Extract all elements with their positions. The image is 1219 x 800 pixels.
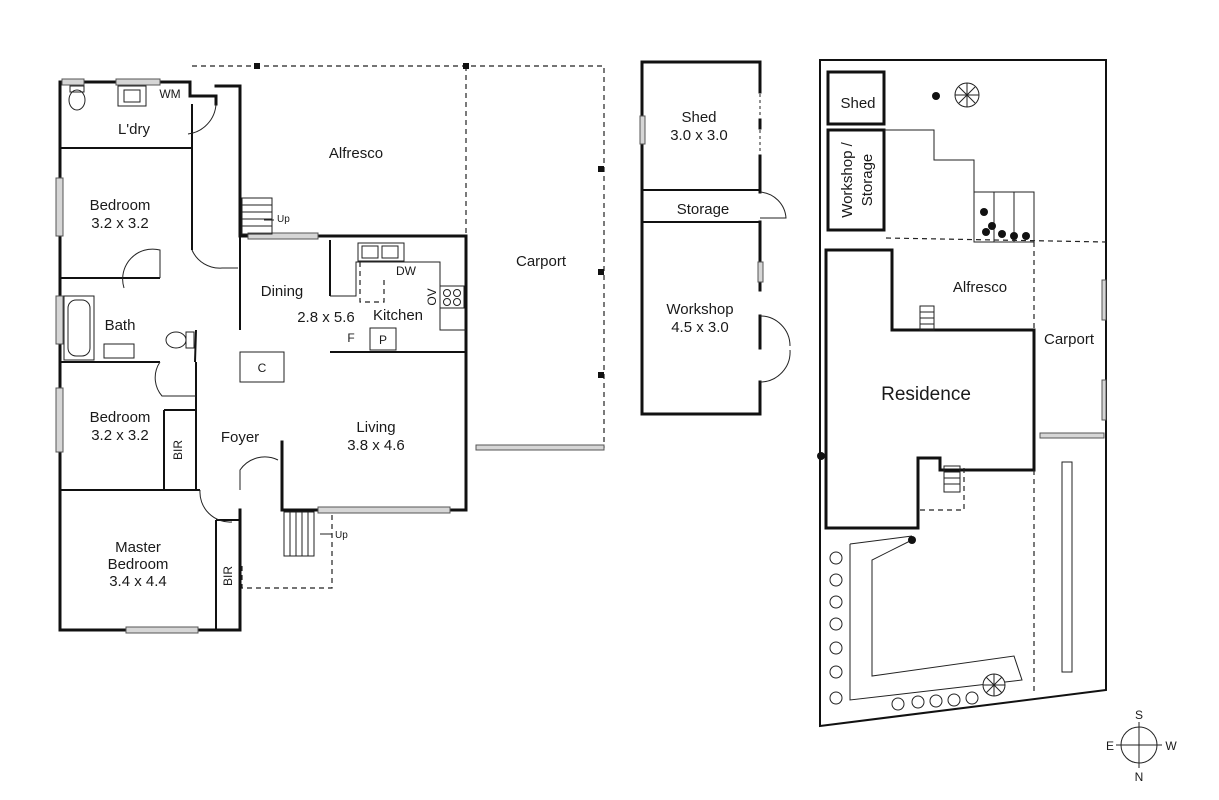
site-alfresco-label: Alfresco	[953, 279, 1007, 296]
living-label: Living	[356, 419, 395, 436]
living-size: 3.8 x 4.6	[347, 437, 405, 454]
foyer-label: Foyer	[221, 429, 259, 446]
master-bedroom-size: 3.4 x 4.4	[109, 573, 167, 590]
fridge-label: F	[347, 331, 354, 345]
bedroom-mid-label: Bedroom	[90, 409, 151, 426]
stairs-up-top-label: Up	[277, 214, 290, 225]
closet-label: C	[258, 361, 267, 375]
workshop-size: 4.5 x 3.0	[671, 319, 729, 336]
site-plan	[817, 59, 1107, 728]
laundry-label: L'dry	[118, 121, 151, 138]
bedroom-top-label: Bedroom	[90, 197, 151, 214]
bedroom-mid-size: 3.2 x 3.2	[91, 427, 149, 444]
compass-west: W	[1165, 739, 1177, 753]
stairs-bottom	[283, 511, 332, 557]
shed-label: Shed	[681, 109, 716, 126]
site-workshop-storage-label-1: Workshop /	[839, 141, 856, 217]
master-bedroom-label-2: Bedroom	[108, 556, 169, 573]
compass-east: E	[1106, 739, 1114, 753]
stairs-up-bottom-label: Up	[335, 530, 348, 541]
dining-size: 2.8 x 5.6	[297, 309, 355, 326]
dishwasher-label: DW	[396, 264, 417, 278]
site-carport-label: Carport	[1044, 331, 1095, 348]
outbuildings	[639, 60, 791, 416]
compass-icon: S E W N	[1106, 708, 1177, 784]
master-bedroom-label: Master	[115, 539, 161, 556]
bir-mid-label: BIR	[171, 440, 185, 460]
dining-label: Dining	[261, 283, 304, 300]
kitchen-label: Kitchen	[373, 307, 423, 324]
alfresco-label: Alfresco	[329, 145, 383, 162]
bath-label: Bath	[105, 317, 136, 334]
site-shed-label: Shed	[840, 95, 875, 112]
oven-label: OV	[425, 288, 439, 305]
washing-machine-label: WM	[159, 87, 180, 101]
compass-south: S	[1135, 708, 1143, 722]
bir-master-label: BIR	[221, 566, 235, 586]
workshop-label: Workshop	[666, 301, 733, 318]
storage-label: Storage	[677, 201, 730, 218]
site-residence-label: Residence	[881, 384, 971, 405]
carport-label: Carport	[516, 253, 567, 270]
stairs-top	[241, 197, 274, 235]
compass-north: N	[1135, 770, 1144, 784]
main-house	[55, 63, 605, 634]
pantry-label: P	[379, 333, 387, 347]
shed-size: 3.0 x 3.0	[670, 127, 728, 144]
site-workshop-storage-label-2: Storage	[859, 154, 876, 207]
bedroom-top-size: 3.2 x 3.2	[91, 215, 149, 232]
